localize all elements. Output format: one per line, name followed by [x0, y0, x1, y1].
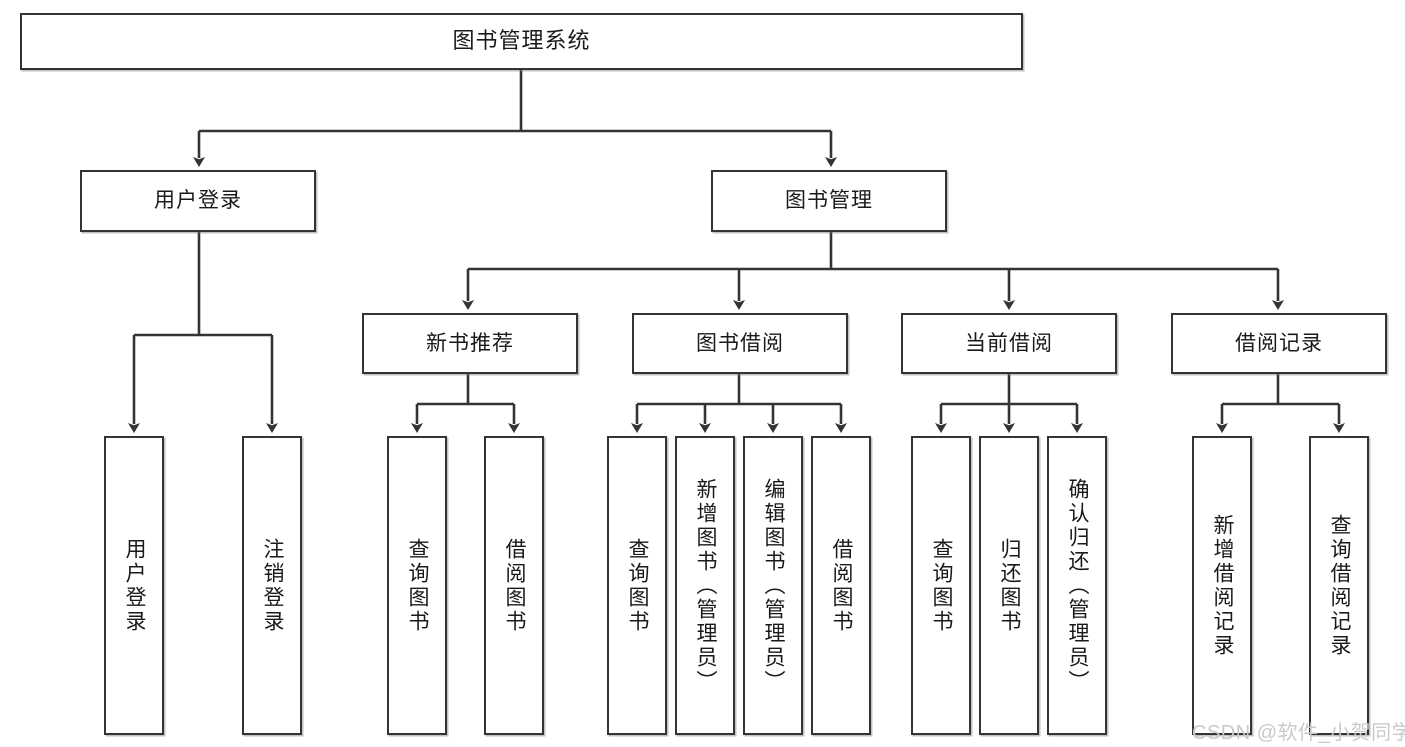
node-label: 编辑图书（管理员） — [762, 477, 786, 694]
leaf-borrow-record-add-record[interactable]: 新增借阅记录 — [1192, 436, 1252, 735]
node-label: 查询借阅记录 — [1328, 513, 1352, 658]
leaf-borrow-record-query-record[interactable]: 查询借阅记录 — [1309, 436, 1369, 735]
node-user-login[interactable]: 用户登录 — [80, 170, 316, 232]
node-book-management[interactable]: 图书管理 — [711, 170, 947, 232]
leaf-new-book-query-books[interactable]: 查询图书 — [387, 436, 447, 735]
node-label: 查询图书 — [930, 537, 954, 634]
node-label: 借阅图书 — [503, 537, 527, 634]
node-root-book-management-system[interactable]: 图书管理系统 — [20, 13, 1023, 70]
node-label: 图书管理 — [785, 189, 873, 213]
leaf-book-borrow-edit-book-admin[interactable]: 编辑图书（管理员） — [743, 436, 803, 735]
node-label: 当前借阅 — [965, 331, 1053, 355]
node-label: 借阅记录 — [1235, 331, 1323, 355]
node-label: 注销登录 — [261, 537, 285, 634]
node-label: 归还图书 — [998, 537, 1022, 634]
node-label: 新增图书（管理员） — [694, 477, 718, 694]
leaf-book-borrow-query-books[interactable]: 查询图书 — [607, 436, 667, 735]
node-label: 图书借阅 — [696, 331, 784, 355]
leaf-new-book-borrow-books[interactable]: 借阅图书 — [484, 436, 544, 735]
leaf-current-borrow-return-books[interactable]: 归还图书 — [979, 436, 1039, 735]
node-label: 查询图书 — [406, 537, 430, 634]
leaf-book-borrow-borrow-books[interactable]: 借阅图书 — [811, 436, 871, 735]
node-label: 用户登录 — [154, 189, 242, 213]
node-label: 新增借阅记录 — [1211, 513, 1235, 658]
node-label: 图书管理系统 — [452, 28, 591, 54]
node-borrow-record[interactable]: 借阅记录 — [1171, 313, 1387, 374]
node-label: 查询图书 — [626, 537, 650, 634]
leaf-current-borrow-confirm-return-admin[interactable]: 确认归还（管理员） — [1047, 436, 1107, 735]
leaf-book-borrow-add-book-admin[interactable]: 新增图书（管理员） — [675, 436, 735, 735]
node-book-borrow[interactable]: 图书借阅 — [632, 313, 848, 374]
node-new-book-recommend[interactable]: 新书推荐 — [362, 313, 578, 374]
node-label: 确认归还（管理员） — [1066, 477, 1090, 694]
csdn-watermark: CSDN @软件_小贺同学 — [1192, 722, 1405, 744]
leaf-current-borrow-query-books[interactable]: 查询图书 — [911, 436, 971, 735]
leaf-user-login-signin[interactable]: 用户登录 — [104, 436, 164, 735]
leaf-user-login-logout[interactable]: 注销登录 — [242, 436, 302, 735]
node-label: 新书推荐 — [426, 331, 514, 355]
node-label: 用户登录 — [123, 537, 147, 634]
node-label: 借阅图书 — [830, 537, 854, 634]
node-current-borrow[interactable]: 当前借阅 — [901, 313, 1117, 374]
